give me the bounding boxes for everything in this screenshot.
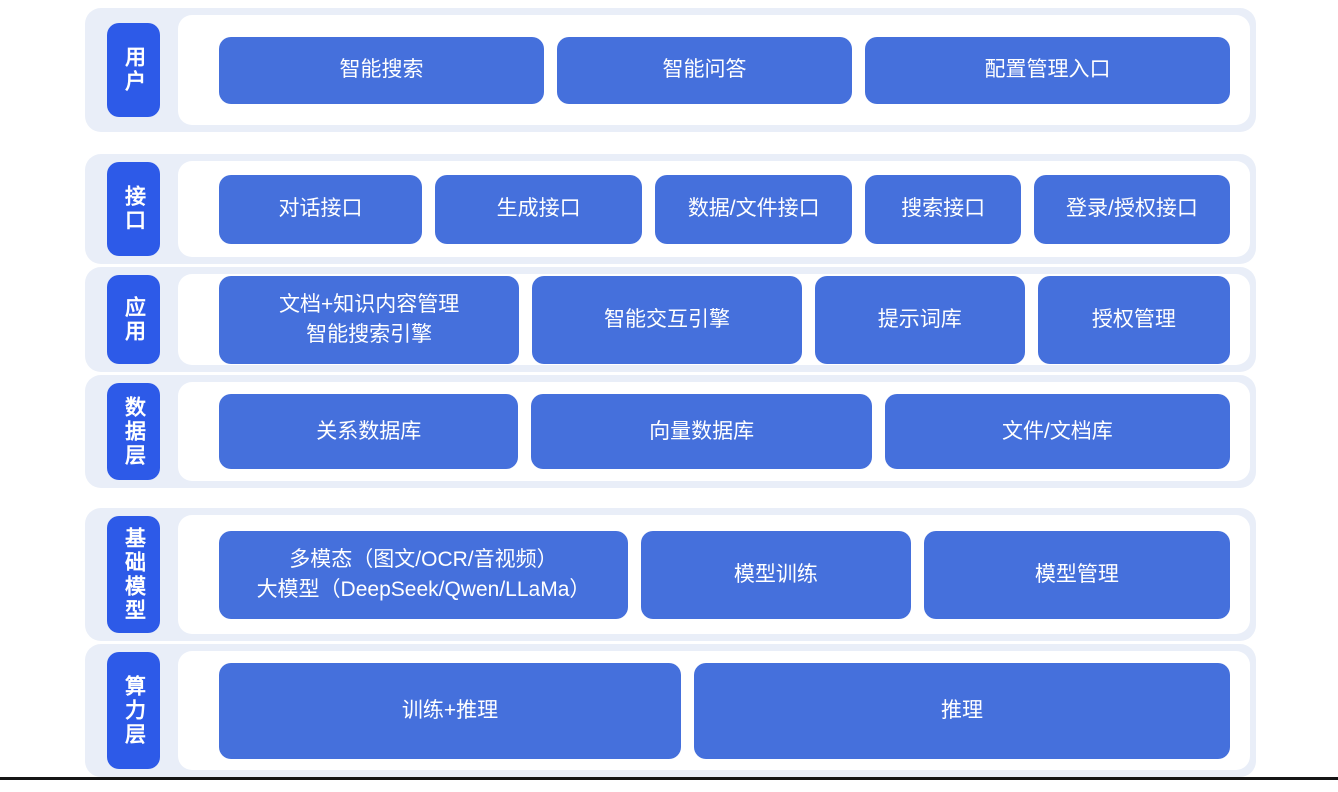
box-vector-db: 向量数据库 [531,394,872,469]
layer-label-data: 数据层 [107,383,160,480]
layer-label-user: 用户 [107,23,160,117]
box-login-auth-api: 登录/授权接口 [1033,174,1231,244]
architecture-diagram: 用户 智能搜索 智能问答 配置管理入口 接口 对话接口 生成接口 数据/文件接口… [85,8,1256,777]
row-base-model: 基础模型 多模态（图文/OCR/音视频） 大模型（DeepSeek/Qwen/L… [85,508,1256,641]
group-user-layer: 用户 智能搜索 智能问答 配置管理入口 [85,8,1256,132]
box-config-management-entry: 配置管理入口 [865,36,1230,104]
box-line: 智能搜索引擎 [306,322,433,346]
box-model-management: 模型管理 [923,530,1230,619]
panel-compute: 训练+推理 推理 [178,651,1250,770]
row-compute-layer: 算力层 训练+推理 推理 [85,644,1256,777]
group-middle-layers: 接口 对话接口 生成接口 数据/文件接口 搜索接口 登录/授权接口 应用 文档+… [85,154,1256,488]
box-relational-db: 关系数据库 [219,394,519,469]
layer-label-compute: 算力层 [107,652,160,769]
box-file-doc-store: 文件/文档库 [884,394,1230,469]
box-generation-api: 生成接口 [435,174,643,244]
box-dialog-api: 对话接口 [219,174,423,244]
layer-label-base-model: 基础模型 [107,516,160,633]
box-intelligent-qa: 智能问答 [557,36,852,104]
box-intelligent-interaction-engine: 智能交互引擎 [532,275,802,364]
layer-label-application: 应用 [107,275,160,364]
box-line: 文档+知识内容管理 [279,292,460,316]
box-auth-management: 授权管理 [1037,275,1231,364]
box-intelligent-search: 智能搜索 [219,36,544,104]
box-training-inference: 训练+推理 [219,662,681,759]
bottom-border-line [0,777,1338,780]
box-doc-knowledge-management: 文档+知识内容管理 智能搜索引擎 [219,275,520,364]
box-multimodal-llm: 多模态（图文/OCR/音视频） 大模型（DeepSeek/Qwen/LLaMa） [219,530,628,619]
box-model-training: 模型训练 [640,530,911,619]
box-inference: 推理 [693,662,1230,759]
box-search-api: 搜索接口 [865,174,1021,244]
box-line: 大模型（DeepSeek/Qwen/LLaMa） [256,577,591,601]
panel-interface: 对话接口 生成接口 数据/文件接口 搜索接口 登录/授权接口 [178,161,1250,257]
panel-application: 文档+知识内容管理 智能搜索引擎 智能交互引擎 提示词库 授权管理 [178,274,1250,365]
row-application: 应用 文档+知识内容管理 智能搜索引擎 智能交互引擎 提示词库 授权管理 [85,267,1256,372]
panel-base-model: 多模态（图文/OCR/音视频） 大模型（DeepSeek/Qwen/LLaMa）… [178,515,1250,634]
panel-user: 智能搜索 智能问答 配置管理入口 [178,15,1250,125]
box-data-file-api: 数据/文件接口 [655,174,853,244]
box-line: 多模态（图文/OCR/音视频） [289,547,558,571]
row-user: 用户 智能搜索 智能问答 配置管理入口 [85,8,1256,132]
group-base-layers: 基础模型 多模态（图文/OCR/音视频） 大模型（DeepSeek/Qwen/L… [85,508,1256,777]
box-prompt-library: 提示词库 [814,275,1025,364]
layer-label-interface: 接口 [107,162,160,256]
panel-data: 关系数据库 向量数据库 文件/文档库 [178,382,1250,481]
row-data-layer: 数据层 关系数据库 向量数据库 文件/文档库 [85,375,1256,488]
row-interface: 接口 对话接口 生成接口 数据/文件接口 搜索接口 登录/授权接口 [85,154,1256,264]
